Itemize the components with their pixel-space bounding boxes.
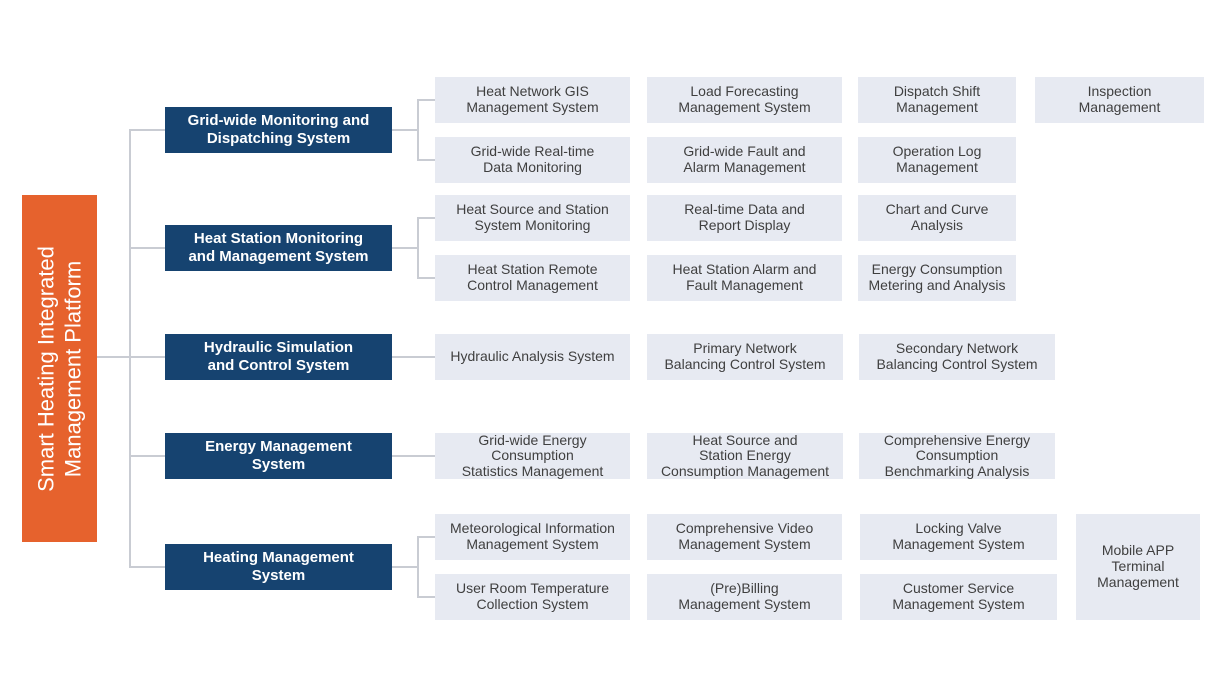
category-hydraulic-simulation: Hydraulic Simulation and Control System: [165, 334, 392, 380]
connector-group3-line: [392, 356, 435, 358]
item-source-station-energy: Heat Source and Station Energy Consumpti…: [647, 432, 843, 479]
item-heat-station-remote-control: Heat Station Remote Control Management: [435, 255, 630, 301]
item-pre-billing: (Pre)Billing Management System: [647, 574, 842, 620]
connector-group5-row2-stub: [417, 596, 435, 598]
item-load-forecasting: Load Forecasting Management System: [647, 77, 842, 123]
item-fault-alarm-management: Grid-wide Fault and Alarm Management: [647, 137, 842, 183]
item-hydraulic-analysis: Hydraulic Analysis System: [435, 334, 630, 380]
item-inspection-management: Inspection Management: [1035, 77, 1204, 123]
platform-label: Smart Heating Integrated Management Plat…: [32, 245, 85, 492]
item-customer-service: Customer Service Management System: [860, 574, 1057, 620]
connector-group2-row1-stub: [417, 217, 435, 219]
item-meteorological-information: Meteorological Information Management Sy…: [435, 514, 630, 560]
connector-group1-row2-stub: [417, 159, 435, 161]
connector-group5-row1-stub: [417, 536, 435, 538]
item-dispatch-shift: Dispatch Shift Management: [858, 77, 1016, 123]
item-heat-source-station-monitoring: Heat Source and Station System Monitorin…: [435, 195, 630, 241]
connector-group4-line: [392, 455, 435, 457]
connector-group2-out: [392, 247, 418, 249]
item-energy-metering-analysis: Energy Consumption Metering and Analysis: [858, 255, 1016, 301]
connector-branch-group1: [130, 129, 165, 131]
category-heat-station-monitoring: Heat Station Monitoring and Management S…: [165, 225, 392, 271]
connector-group2-vertical: [417, 217, 419, 279]
connector-branch-group4: [130, 455, 165, 457]
item-operation-log: Operation Log Management: [858, 137, 1016, 183]
platform-box: Smart Heating Integrated Management Plat…: [22, 195, 97, 542]
connector-branch-group5: [130, 566, 165, 568]
item-primary-network-balancing: Primary Network Balancing Control System: [647, 334, 843, 380]
category-heating-management: Heating Management System: [165, 544, 392, 590]
item-realtime-data-monitoring: Grid-wide Real-time Data Monitoring: [435, 137, 630, 183]
item-grid-energy-statistics: Grid-wide Energy Consumption Statistics …: [435, 432, 630, 479]
item-energy-benchmarking-analysis: Comprehensive Energy Consumption Benchma…: [859, 432, 1055, 479]
category-grid-wide-monitoring: Grid-wide Monitoring and Dispatching Sys…: [165, 107, 392, 153]
connector-trunk-vertical: [129, 129, 131, 568]
category-energy-management: Energy Management System: [165, 433, 392, 479]
item-user-room-temperature: User Room Temperature Collection System: [435, 574, 630, 620]
connector-branch-group2: [130, 247, 165, 249]
item-locking-valve: Locking Valve Management System: [860, 514, 1057, 560]
connector-trunk-horizontal: [97, 356, 165, 358]
connector-group5-vertical: [417, 536, 419, 598]
connector-group2-row2-stub: [417, 277, 435, 279]
item-heat-network-gis: Heat Network GIS Management System: [435, 77, 630, 123]
connector-group5-out: [392, 566, 418, 568]
item-comprehensive-video: Comprehensive Video Management System: [647, 514, 842, 560]
connector-group1-out: [392, 129, 418, 131]
connector-group1-vertical: [417, 99, 419, 161]
item-secondary-network-balancing: Secondary Network Balancing Control Syst…: [859, 334, 1055, 380]
item-chart-curve-analysis: Chart and Curve Analysis: [858, 195, 1016, 241]
item-realtime-report-display: Real-time Data and Report Display: [647, 195, 842, 241]
item-heat-station-alarm-fault: Heat Station Alarm and Fault Management: [647, 255, 842, 301]
connector-group1-row1-stub: [417, 99, 435, 101]
item-mobile-app-terminal: Mobile APP Terminal Management: [1076, 514, 1200, 620]
